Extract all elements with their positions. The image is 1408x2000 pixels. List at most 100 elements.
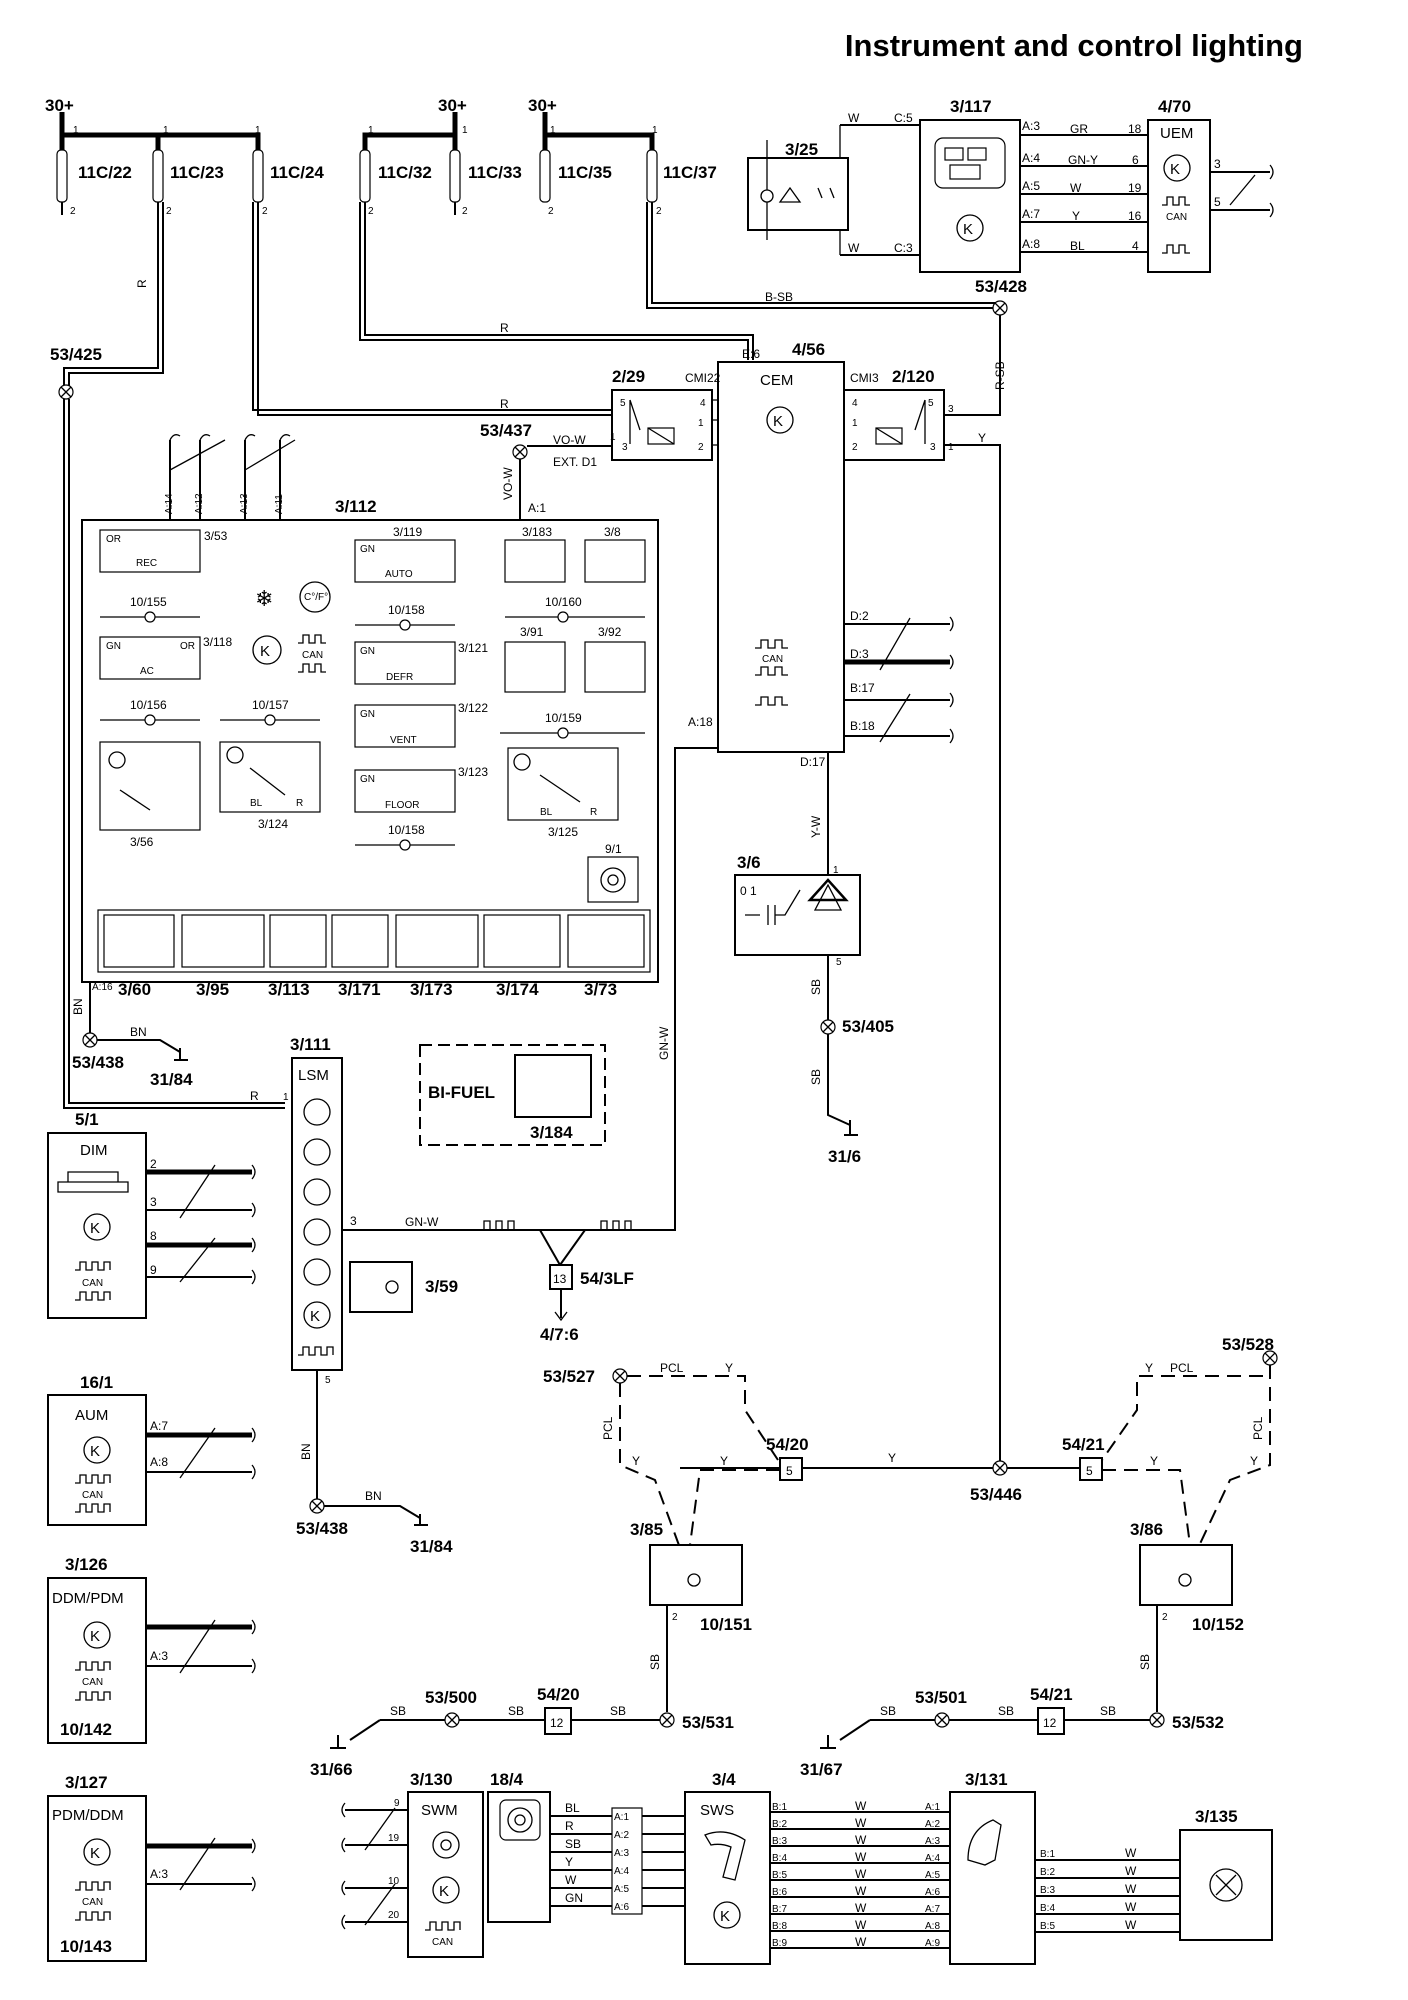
svg-text:GR: GR — [1070, 122, 1088, 136]
svg-text:K: K — [90, 1220, 100, 1237]
svg-text:10/158: 10/158 — [388, 823, 425, 837]
svg-text:9: 9 — [150, 1263, 157, 1277]
svg-text:B:4: B:4 — [772, 1853, 787, 1864]
svg-text:3/86: 3/86 — [1130, 1520, 1163, 1539]
top-wiring: R R R B-SB R-SB — [63, 202, 1007, 416]
svg-text:DIM: DIM — [80, 1142, 108, 1159]
svg-text:A:7: A:7 — [925, 1904, 940, 1915]
svg-text:OR: OR — [180, 641, 195, 652]
svg-text:W: W — [848, 111, 860, 125]
svg-text:4/56: 4/56 — [792, 340, 825, 359]
svg-text:FLOOR: FLOOR — [385, 800, 419, 811]
svg-text:W: W — [855, 1884, 867, 1898]
svg-text:A:8: A:8 — [1022, 237, 1040, 251]
svg-text:10/160: 10/160 — [545, 595, 582, 609]
svg-text:W: W — [1125, 1918, 1137, 1932]
svg-text:CAN: CAN — [82, 1278, 103, 1289]
svg-text:A:12: A:12 — [194, 493, 205, 514]
component-5-1-dim: 5/1 DIM K CAN 23 89 — [47, 1110, 256, 1319]
svg-text:1: 1 — [163, 125, 169, 136]
svg-text:A:18: A:18 — [688, 715, 713, 729]
svg-text:3/123: 3/123 — [458, 765, 488, 779]
svg-text:A:3: A:3 — [614, 1848, 629, 1859]
svg-text:2: 2 — [70, 206, 76, 217]
fuse-label: 11C/22 — [78, 163, 132, 182]
svg-text:CAN: CAN — [762, 654, 783, 665]
fuse: 2 — [646, 149, 662, 217]
svg-text:3/8: 3/8 — [604, 525, 621, 539]
svg-text:A:11: A:11 — [274, 494, 285, 514]
svg-text:53/528: 53/528 — [1222, 1335, 1274, 1354]
svg-text:B:6: B:6 — [772, 1887, 787, 1898]
svg-text:A:5: A:5 — [1022, 179, 1040, 193]
svg-text:GN-W: GN-W — [657, 1026, 671, 1060]
svg-text:Y: Y — [978, 431, 986, 445]
svg-text:BL: BL — [540, 807, 553, 818]
svg-text:R: R — [500, 321, 509, 335]
svg-text:A:7: A:7 — [1022, 207, 1040, 221]
svg-text:K: K — [963, 221, 973, 238]
power-label: 30+ — [45, 96, 74, 115]
component-bi-fuel: BI-FUEL 3/184 — [419, 1044, 606, 1146]
svg-text:A:8: A:8 — [150, 1455, 168, 1469]
svg-text:W: W — [855, 1816, 867, 1830]
svg-text:A:3: A:3 — [925, 1836, 940, 1847]
svg-text:Y-W: Y-W — [809, 815, 823, 838]
svg-text:A:13: A:13 — [239, 493, 250, 514]
svg-text:R: R — [565, 1819, 574, 1833]
component-4-70-uem: 4/70 UEM K CAN 35 — [1147, 97, 1274, 273]
svg-text:K: K — [720, 1908, 730, 1925]
svg-text:3/60: 3/60 — [118, 980, 151, 999]
fuse: 2 — [539, 149, 554, 217]
svg-text:10/142: 10/142 — [60, 1720, 112, 1739]
svg-text:LSM: LSM — [298, 1067, 329, 1084]
svg-text:SB: SB — [880, 1704, 896, 1718]
svg-text:BN: BN — [365, 1489, 382, 1503]
svg-text:3: 3 — [948, 404, 954, 415]
svg-text:R: R — [135, 279, 149, 288]
fuse: 2 — [252, 149, 268, 217]
svg-text:SB: SB — [809, 1069, 823, 1085]
svg-text:3/53: 3/53 — [204, 529, 228, 543]
svg-text:E:6: E:6 — [742, 347, 760, 361]
svg-text:19: 19 — [388, 1833, 400, 1844]
svg-text:4/7:6: 4/7:6 — [540, 1325, 579, 1344]
svg-text:54/3LF: 54/3LF — [580, 1269, 634, 1288]
svg-text:53/501: 53/501 — [915, 1688, 967, 1707]
svg-text:BL: BL — [1070, 239, 1085, 253]
svg-text:B:8: B:8 — [772, 1921, 787, 1932]
svg-text:3/85: 3/85 — [630, 1520, 663, 1539]
svg-text:2/120: 2/120 — [892, 367, 935, 386]
svg-text:B:2: B:2 — [772, 1819, 787, 1830]
svg-text:GN-W: GN-W — [405, 1215, 439, 1229]
svg-text:CAN: CAN — [302, 650, 323, 661]
svg-text:1: 1 — [462, 125, 468, 136]
ground-53-428: 53/428 — [975, 277, 1027, 316]
svg-text:10/159: 10/159 — [545, 711, 582, 725]
svg-text:K: K — [773, 413, 783, 430]
svg-text:K: K — [439, 1883, 449, 1900]
svg-text:DDM/PDM: DDM/PDM — [52, 1590, 124, 1607]
svg-text:31/66: 31/66 — [310, 1760, 353, 1779]
svg-text:UEM: UEM — [1160, 125, 1193, 142]
svg-text:A:8: A:8 — [925, 1921, 940, 1932]
svg-text:A:5: A:5 — [614, 1884, 629, 1895]
svg-text:3/127: 3/127 — [65, 1773, 108, 1792]
svg-text:W: W — [855, 1799, 867, 1813]
svg-text:3/173: 3/173 — [410, 980, 453, 999]
svg-text:PCL: PCL — [1251, 1416, 1265, 1440]
connector-54-3lf: 13 54/3LF 4/7:6 — [540, 1264, 634, 1344]
svg-text:W: W — [1125, 1882, 1137, 1896]
svg-text:A:9: A:9 — [925, 1938, 940, 1949]
svg-text:2: 2 — [672, 1612, 678, 1623]
svg-text:GN-Y: GN-Y — [1068, 153, 1098, 167]
svg-text:B:7: B:7 — [772, 1904, 787, 1915]
svg-text:SB: SB — [508, 1704, 524, 1718]
svg-text:3: 3 — [622, 442, 628, 453]
svg-text:A:14: A:14 — [164, 493, 175, 514]
svg-text:Y: Y — [1250, 1454, 1258, 1468]
svg-text:Y: Y — [1072, 209, 1080, 223]
svg-text:1: 1 — [255, 125, 261, 136]
component-3-111-lsm: 3/111 LSM K 3 GN-W 3/59 5 BN 53/438 BN 3… — [290, 1035, 585, 1556]
